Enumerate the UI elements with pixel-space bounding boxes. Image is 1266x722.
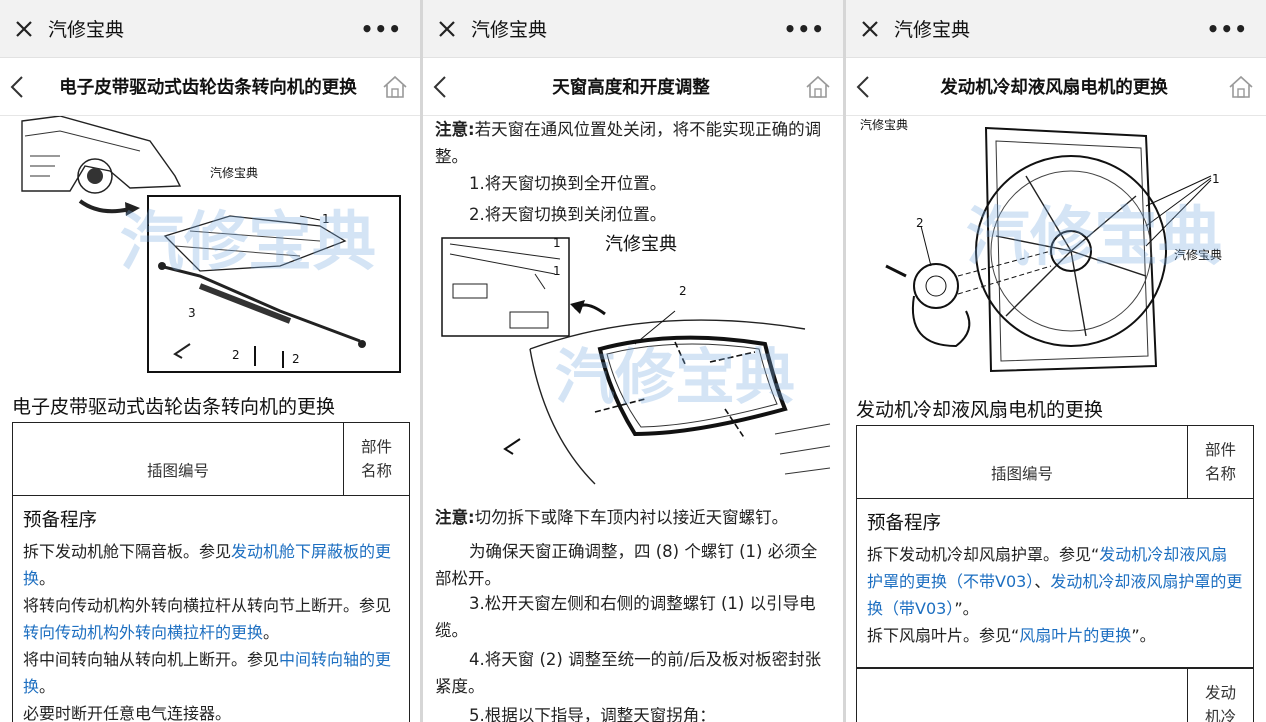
page-title: 天窗高度和开度调整 [552,78,710,98]
more-icon[interactable]: ••• [360,16,402,41]
link-underbody-shield[interactable]: 发动机舱下屏蔽板的更换 [23,542,392,588]
back-icon[interactable] [856,72,882,102]
article-panel-sunroof: 汽修宝典 ••• 天窗高度和开度调整 注意:若天窗在通风位置处关闭，将不能实现正… [423,0,843,722]
callout-2b: 2 [292,352,300,366]
more-icon[interactable]: ••• [1206,16,1248,41]
app-title: 汽修宝典 [894,19,971,41]
webview-top-bar: 汽修宝典 ••• [846,0,1266,58]
procedure-step: 必要时断开任意电气连接器。 [23,704,232,722]
callout-1: 1 [322,212,330,226]
step-text: 将中间转向轴从转向机上断开。参见 [23,650,280,669]
app-title: 汽修宝典 [471,19,548,41]
step-1: 1.将天窗切换到全开位置。 [469,174,667,193]
note-2: 注意:切勿拆下或降下车顶内衬以接近天窗螺钉。 [435,504,831,531]
article-content: 汽修宝典 1 2 2 3 汽修宝典 电子皮带驱动式齿轮齿条转向机的更换 插图编号… [0,116,420,722]
article-panel-fan-motor: 汽修宝典 ••• 发动机冷却液风扇电机的更换 [846,0,1266,722]
app-title: 汽修宝典 [48,19,125,41]
step-2: 2.将天窗切换到关闭位置。 [469,205,667,224]
figure-caption: 汽修宝典 [605,234,677,255]
steering-gear-diagram: 汽修宝典 1 2 2 3 汽修宝典 [0,116,420,384]
callout-2: 2 [916,216,924,230]
table-header-part-name: 部件名称 [1187,425,1254,499]
watermark: 汽修宝典 [966,201,1222,275]
callout-1: 1 [553,236,561,250]
table-header-illustration: 插图编号 [855,425,1189,499]
procedure-heading: 预备程序 [867,513,942,534]
step-end: ”。 [1131,626,1156,645]
step-text: 拆下发动机冷却风扇护罩。参见“ [867,545,1100,564]
callout-2: 2 [232,348,240,362]
link-shroud-v03[interactable]: 发动机冷却液风扇护罩的更换（带V03） [867,572,1243,618]
step-end: ”。 [954,599,979,618]
section-title: 电子皮带驱动式齿轮齿条转向机的更换 [12,396,336,418]
note-text: 切勿拆下或降下车顶内衬以接近天窗螺钉。 [474,508,789,527]
home-icon[interactable] [380,72,410,102]
table-cell-empty [855,668,1189,722]
link-shroud-no-v03[interactable]: 发动机冷却液风扇护罩的更换（不带V03） [867,545,1228,591]
preliminary-procedure: 预备程序 拆下发动机舱下隔音板。参见发动机舱下屏蔽板的更换。 将转向传动机构外转… [12,495,410,722]
procedure-step: 拆下发动机舱下隔音板。参见发动机舱下屏蔽板的更换。 [23,538,399,592]
note-label: 注意: [435,508,475,527]
page-nav-bar: 电子皮带驱动式齿轮齿条转向机的更换 [0,58,420,116]
close-icon[interactable] [858,17,882,41]
webview-top-bar: 汽修宝典 ••• [0,0,420,58]
article-content: 汽修宝典 汽修宝典 1 2 汽修宝典 发动机冷却液风扇电机的更换 插图编号 部件… [846,116,1266,722]
figure-caption: 汽修宝典 [860,118,909,132]
home-icon[interactable] [1226,72,1256,102]
page-nav-bar: 天窗高度和开度调整 [423,58,843,116]
page-nav-bar: 发动机冷却液风扇电机的更换 [846,58,1266,116]
home-icon[interactable] [803,72,833,102]
step-sep: 、 [1034,572,1051,591]
step-end: 。 [39,569,56,588]
figure-caption: 汽修宝典 [210,166,259,180]
figure-caption-2: 汽修宝典 [1174,248,1223,262]
watermark: 汽修宝典 [555,343,795,413]
step-3: 3.松开天窗左侧和右侧的调整螺钉 (1) 以引导电缆。 [435,594,816,640]
link-intermediate-shaft[interactable]: 中间转向轴的更换 [23,650,392,696]
preliminary-procedure: 预备程序 拆下发动机冷却风扇护罩。参见“发动机冷却液风扇护罩的更换（不带V03）… [856,498,1254,668]
page-title: 发动机冷却液风扇电机的更换 [940,78,1168,98]
watermark: 汽修宝典 [120,206,376,280]
step-text: 拆下风扇叶片。参见“ [867,626,1020,645]
procedure-step: 拆下发动机冷却风扇护罩。参见“发动机冷却液风扇护罩的更换（不带V03）、发动机冷… [867,541,1243,622]
sunroof-diagram: 汽修宝典 1 1 2 汽修宝典 [435,234,835,496]
paragraph: 为确保天窗正确调整，四 (8) 个螺钉 (1) 必须全部松开。 [435,542,818,588]
webview-top-bar: 汽修宝典 ••• [423,0,843,58]
callout-2: 2 [679,284,687,298]
step-text: 拆下发动机舱下隔音板。参见 [23,542,232,561]
callout-3: 3 [188,306,196,320]
note-label: 注意: [435,120,475,139]
step-end: 。 [263,623,280,642]
callout-1: 1 [1212,172,1220,186]
back-icon[interactable] [10,72,36,102]
article-content: 注意:若天窗在通风位置处关闭，将不能实现正确的调整。 1.将天窗切换到全开位置。… [423,116,843,722]
procedure-heading: 预备程序 [23,510,98,531]
back-icon[interactable] [433,72,459,102]
note-text: 若天窗在通风位置处关闭，将不能实现正确的调整。 [435,120,822,166]
more-icon[interactable]: ••• [783,16,825,41]
note-1: 注意:若天窗在通风位置处关闭，将不能实现正确的调整。 [435,116,831,170]
close-icon[interactable] [12,17,36,41]
parts-table: 插图编号 部件名称 [11,422,410,496]
step-text: 将转向传动机构外转向横拉杆从转向节上断开。参见 [23,596,392,615]
procedure-step: 拆下风扇叶片。参见“风扇叶片的更换”。 [867,622,1243,649]
table-header-illustration: 插图编号 [11,422,345,496]
procedure-step: 将转向传动机构外转向横拉杆从转向节上断开。参见转向传动机构外转向横拉杆的更换。 [23,592,399,646]
table-header-part-name: 部件名称 [343,422,410,496]
parts-table: 插图编号 部件名称 [855,425,1254,499]
close-icon[interactable] [435,17,459,41]
callout-1b: 1 [553,264,561,278]
fan-motor-diagram: 汽修宝典 汽修宝典 1 2 汽修宝典 [846,116,1266,386]
link-fan-blade[interactable]: 风扇叶片的更换 [1019,626,1132,645]
page-title: 电子皮带驱动式齿轮齿条转向机的更换 [59,78,357,98]
procedure-step: 将中间转向轴从转向机上断开。参见中间转向轴的更换。 [23,646,399,700]
link-tie-rod[interactable]: 转向传动机构外转向横拉杆的更换 [23,623,264,642]
table-cell-part: 发动机冷 [1187,668,1254,722]
step-end: 。 [39,677,56,696]
section-title: 发动机冷却液风扇电机的更换 [856,399,1104,421]
parts-table-2: 发动机冷 [855,668,1254,722]
step-4: 4.将天窗 (2) 调整至统一的前/后及板对板密封张紧度。 [435,650,822,696]
step-5: 5.根据以下指导，调整天窗拐角： [469,706,716,722]
article-panel-steering: 汽修宝典 ••• 电子皮带驱动式齿轮齿条转向机的更换 [0,0,420,722]
